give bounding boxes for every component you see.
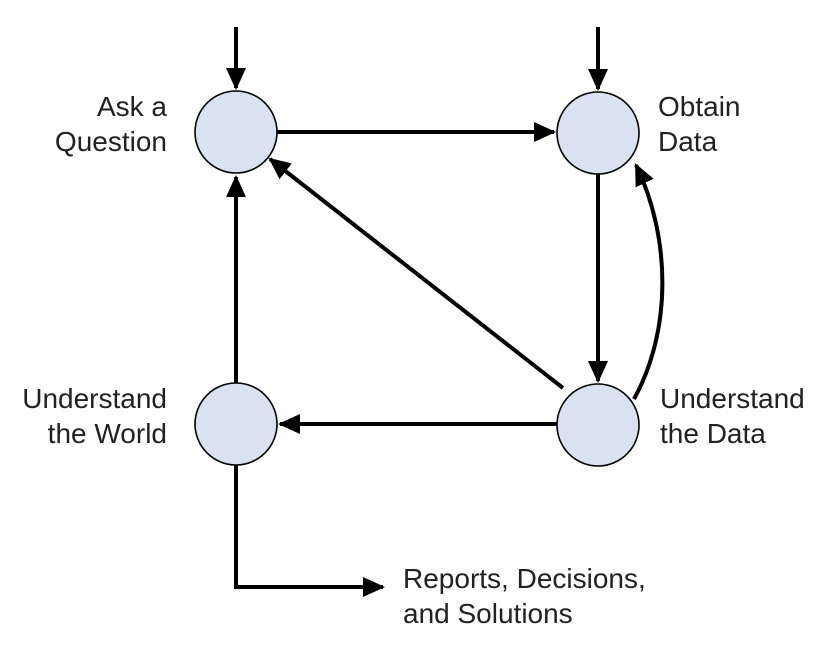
- label-line: Reports, Decisions,: [403, 563, 646, 594]
- arrow-understand-the-data-to-ask-a-question: [268, 157, 565, 390]
- label-line: Data: [658, 126, 718, 157]
- label-line: the World: [47, 418, 167, 449]
- label-line: Understand: [660, 383, 805, 414]
- node-understand-the-data: [556, 383, 640, 467]
- node-obtain-data: [556, 91, 640, 175]
- label-line: and Solutions: [403, 598, 573, 629]
- label-reports-decisions-and-solutions: Reports, Decisions, and Solutions: [403, 561, 646, 631]
- node-ask-a-question: [194, 90, 278, 174]
- label-obtain-data: Obtain Data: [658, 89, 741, 159]
- arrow-understand-the-world-to-reports: [234, 465, 385, 597]
- label-line: the Data: [660, 418, 766, 449]
- arrow-understand-the-data-to-obtain-data: [632, 163, 665, 400]
- label-ask-a-question: Ask a Question: [55, 89, 167, 159]
- label-line: Understand: [22, 383, 167, 414]
- node-understand-the-world: [194, 382, 278, 466]
- label-understand-the-world: Understand the World: [22, 381, 167, 451]
- label-line: Ask a: [96, 91, 167, 122]
- label-line: Question: [54, 126, 167, 157]
- label-understand-the-data: Understand the Data: [660, 381, 805, 451]
- label-line: Obtain: [658, 91, 741, 122]
